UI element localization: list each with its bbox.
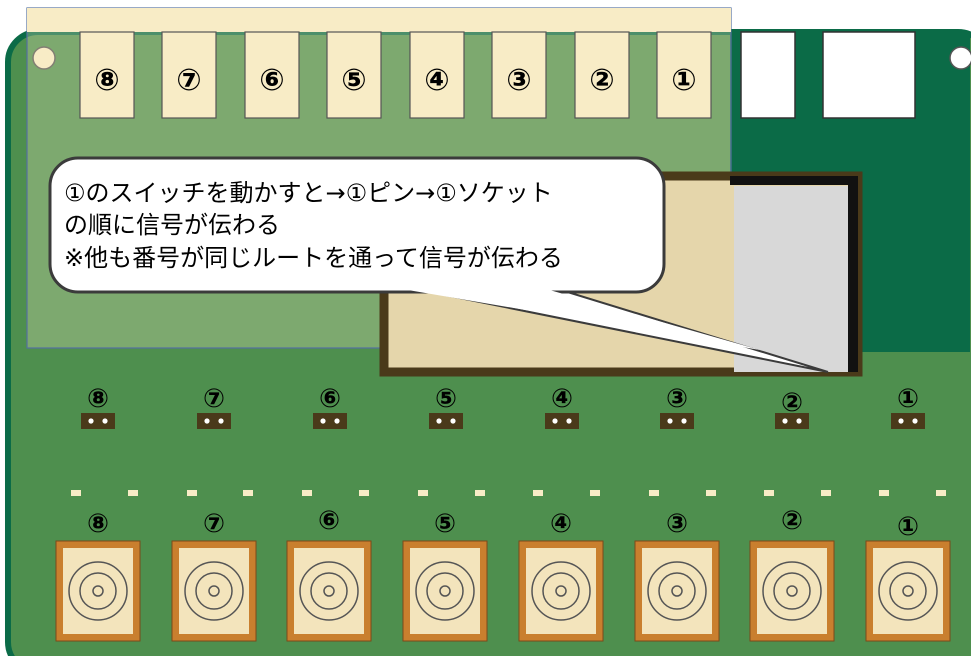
pin-5: ⑤ — [429, 384, 463, 429]
pin-label: ③ — [666, 384, 688, 414]
pin-1: ① — [891, 384, 925, 429]
pin-8: ⑧ — [81, 384, 115, 429]
switch-label: ⑧ — [94, 63, 119, 98]
socket-label: ① — [897, 512, 919, 542]
callout-line-3: ※他も番号が同じルートを通って信号が伝わる — [64, 244, 563, 272]
pin-4: ④ — [545, 384, 579, 429]
socket-4[interactable]: ④ — [518, 509, 604, 642]
switch-8[interactable]: ⑧ — [79, 31, 135, 119]
callout-bubble — [48, 156, 666, 294]
overlay-panel-top — [27, 8, 731, 32]
pin-label: ⑦ — [203, 384, 225, 414]
socket-1[interactable]: ① — [865, 512, 951, 642]
socket-2[interactable]: ② — [749, 506, 835, 642]
socket-5[interactable]: ⑤ — [402, 509, 488, 642]
callout-line-1: ①のスイッチを動かすと→①ピン→①ソケット — [64, 179, 553, 207]
switch-label: ⑦ — [176, 63, 201, 98]
socket-3[interactable]: ③ — [634, 509, 720, 642]
switch-label: ⑥ — [259, 63, 284, 98]
mounting-hole-left — [32, 46, 56, 70]
socket-label: ⑤ — [434, 509, 456, 539]
switch-4[interactable]: ④ — [409, 31, 465, 119]
socket-row: ⑧ ⑦ ⑥ ⑤ ④ ③ ② ① — [55, 506, 951, 642]
socket-label: ④ — [550, 509, 572, 539]
white-block-1 — [740, 31, 796, 119]
chip-black-edge — [848, 176, 858, 372]
switch-3[interactable]: ③ — [491, 31, 547, 119]
pin-label: ① — [897, 384, 919, 414]
switch-label: ① — [671, 63, 696, 98]
switch-5[interactable]: ⑤ — [326, 31, 382, 119]
switch-label: ② — [589, 63, 614, 98]
chip-black-top — [730, 176, 858, 185]
callout-line-2: の順に信号が伝わる — [64, 211, 280, 239]
switch-label: ③ — [506, 63, 531, 98]
socket-label: ⑦ — [203, 509, 225, 539]
switch-label: ⑤ — [341, 63, 366, 98]
socket-8[interactable]: ⑧ — [55, 509, 141, 642]
pin-7: ⑦ — [197, 384, 231, 429]
socket-label: ③ — [666, 509, 688, 539]
pin-label: ⑤ — [435, 384, 457, 414]
switch-6[interactable]: ⑥ — [244, 31, 300, 119]
socket-label: ⑥ — [318, 506, 340, 536]
pin-3: ③ — [660, 384, 694, 429]
switch-2[interactable]: ② — [574, 31, 630, 119]
mounting-hole-right — [949, 46, 971, 70]
switch-1[interactable]: ① — [656, 31, 712, 119]
pin-label: ⑥ — [319, 384, 341, 414]
pin-label: ② — [781, 388, 803, 418]
switch-label: ④ — [424, 63, 449, 98]
pin-2: ② — [775, 388, 809, 429]
pin-label: ⑧ — [87, 384, 109, 414]
chip-gray-area — [734, 186, 852, 372]
pin-label: ④ — [551, 384, 573, 414]
switch-7[interactable]: ⑦ — [161, 31, 217, 119]
pin-row: ⑧ ⑦ ⑥ ⑤ ④ ③ ② ① — [81, 384, 925, 429]
socket-7[interactable]: ⑦ — [171, 509, 257, 642]
socket-6[interactable]: ⑥ — [286, 506, 372, 642]
pin-6: ⑥ — [313, 384, 347, 429]
socket-label: ⑧ — [87, 509, 109, 539]
pad-row — [71, 490, 946, 496]
callout-tail-fill — [402, 289, 760, 350]
switch-row: ⑧ ⑦ ⑥ ⑤ ④ ③ ② ① — [79, 31, 712, 119]
socket-label: ② — [781, 506, 803, 536]
white-block-2 — [822, 31, 916, 119]
